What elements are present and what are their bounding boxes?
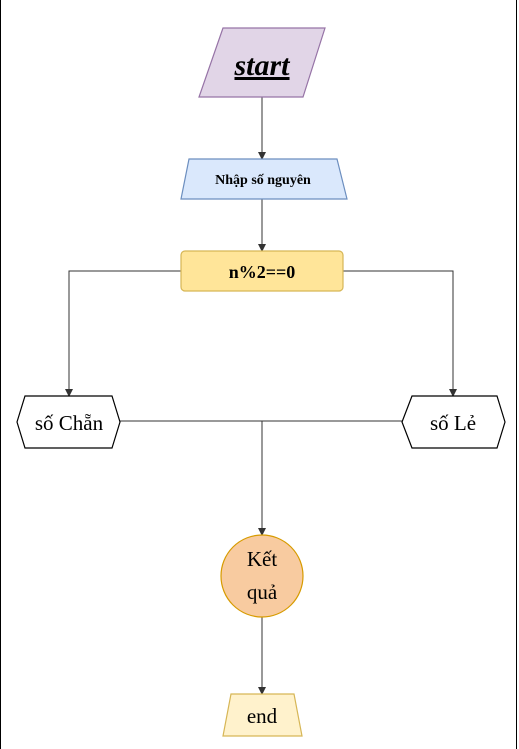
edge-decision-even — [65, 270, 181, 397]
result-shape — [220, 534, 304, 618]
end-shape — [222, 693, 303, 737]
node-start: start — [198, 27, 326, 98]
end-label: end — [247, 704, 278, 728]
decision-shape — [180, 250, 344, 292]
result-label-line1: Kết — [247, 547, 277, 571]
result-label-line2: quả — [247, 580, 278, 604]
input-shape — [180, 158, 348, 200]
odd-label: số Lẻ — [430, 411, 476, 435]
start-shape — [198, 27, 326, 98]
even-shape — [16, 395, 121, 449]
node-odd: số Lẻ — [401, 395, 506, 449]
start-label: start — [233, 49, 291, 82]
even-label: số Chẵn — [35, 411, 104, 435]
node-result: Kết quả — [220, 534, 304, 618]
odd-shape — [401, 395, 506, 449]
node-end: end — [222, 693, 303, 737]
node-decision: n%2==0 — [180, 250, 344, 292]
decision-label: n%2==0 — [229, 262, 296, 282]
input-label: Nhập số nguyên — [215, 173, 311, 188]
node-even: số Chẵn — [16, 395, 121, 449]
node-input: Nhập số nguyên — [180, 158, 348, 200]
edge-decision-odd — [343, 270, 457, 397]
edges — [65, 97, 457, 695]
